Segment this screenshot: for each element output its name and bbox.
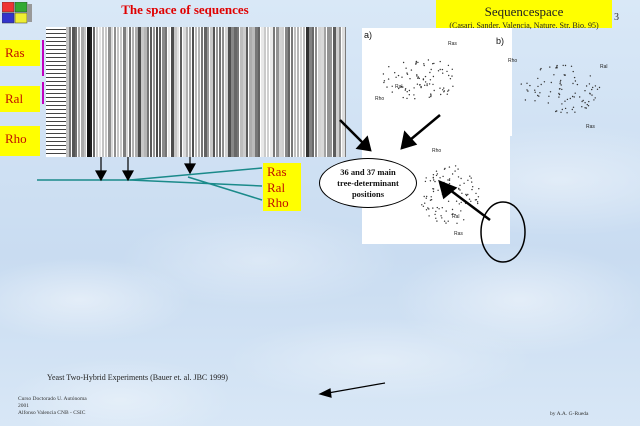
panel-c-label-ral: Ral	[452, 214, 460, 220]
ras-separator-bar	[42, 40, 44, 76]
callout-line-3: positions	[351, 188, 385, 199]
sequence-space-title: Sequencespace	[484, 4, 564, 19]
sequence-space-box: Sequencespace (Casari, Sander, Valencia,…	[436, 0, 612, 30]
family-label-rho: Rho	[0, 126, 40, 156]
footer-credits: Curso Doctorado U. Autónoma 2001 Alfonso…	[18, 396, 87, 417]
ral-separator-bar	[42, 82, 44, 104]
panel-c-label-rho: Rho	[432, 148, 441, 154]
slide-title: The space of sequences	[121, 2, 249, 17]
tree-leaf-rho: Rho	[263, 194, 301, 211]
panel-a-label-ras: Ras	[448, 41, 457, 47]
family-label-ral: Ral	[0, 86, 40, 112]
presentation-app-icon[interactable]	[2, 2, 32, 24]
panel-a-label-rho: Rho	[375, 96, 384, 102]
tree-leaf-ras: Ras	[263, 163, 301, 180]
tree-leaf-ral: Ral	[263, 179, 301, 196]
callout-line-2: tree-determinant	[337, 177, 399, 188]
panel-c-label-ras: Ras	[454, 231, 463, 237]
phylogenetic-tree	[37, 167, 263, 201]
tree-determinant-callout: 36 and 37 main tree-determinant position…	[319, 158, 417, 208]
family-label-ras: Ras	[0, 40, 40, 66]
footer-author: by A.A. G-Rueda	[550, 411, 589, 417]
footer-line-3: Alfonso Valencia CNB - CSIC	[18, 410, 86, 416]
callout-arrows	[339, 114, 491, 221]
panel-b-label-ras: Ras	[586, 124, 595, 130]
panel-b-label-ral: Ral	[600, 64, 608, 70]
sequence-space-citation: (Casari, Sander, Valencia, Nature. Str. …	[449, 21, 599, 30]
position-arrows	[94, 157, 197, 182]
sequence-space-panel-b: b)	[436, 28, 512, 136]
sequence-alignment-image	[46, 27, 346, 157]
panel-a-tag: a)	[364, 30, 373, 40]
ras-cluster-highlight	[480, 201, 526, 263]
footer-line-2: 2001	[18, 403, 29, 409]
panel-b-tag: b)	[496, 36, 505, 46]
slide-number: 3	[614, 12, 619, 23]
footer-line-1: Curso Doctorado U. Autónoma	[18, 396, 87, 402]
panel-a-label-ral: Ral	[395, 84, 403, 90]
yeast-two-hybrid-note: Yeast Two-Hybrid Experiments (Bauer et. …	[47, 373, 228, 382]
panel-b-label-rho: Rho	[508, 58, 517, 64]
bottom-pointer-arrow	[318, 382, 386, 398]
callout-line-1: 36 and 37 main	[340, 166, 396, 177]
